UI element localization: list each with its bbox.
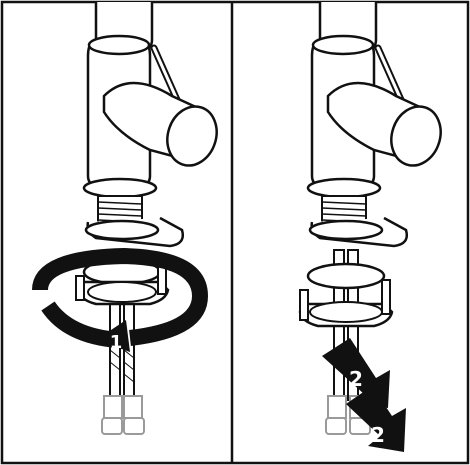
step-label-2: 2 [349,367,363,391]
base-flange-2 [306,177,382,199]
faucet-collar-2 [311,34,375,56]
rotate-arrowhead [96,320,130,352]
handle-cap-2 [390,105,442,167]
nut-top-2 [309,301,383,323]
step-label-2-secondary: 2 [371,423,385,447]
down-arrow-icon [322,338,406,452]
washer-2 [306,262,386,290]
panel-1: 1 [32,2,218,435]
panel-2: 2 2 [298,2,442,452]
gasket [84,219,160,241]
base-flange [82,177,158,199]
step-label-1: 1 [110,332,123,353]
down-arrow-2 [346,386,406,452]
handle-cap [166,105,218,167]
nut-top [87,281,157,303]
gasket-2 [308,219,384,241]
faucet-collar [87,34,151,56]
rotate-arrow-icon [32,247,209,352]
